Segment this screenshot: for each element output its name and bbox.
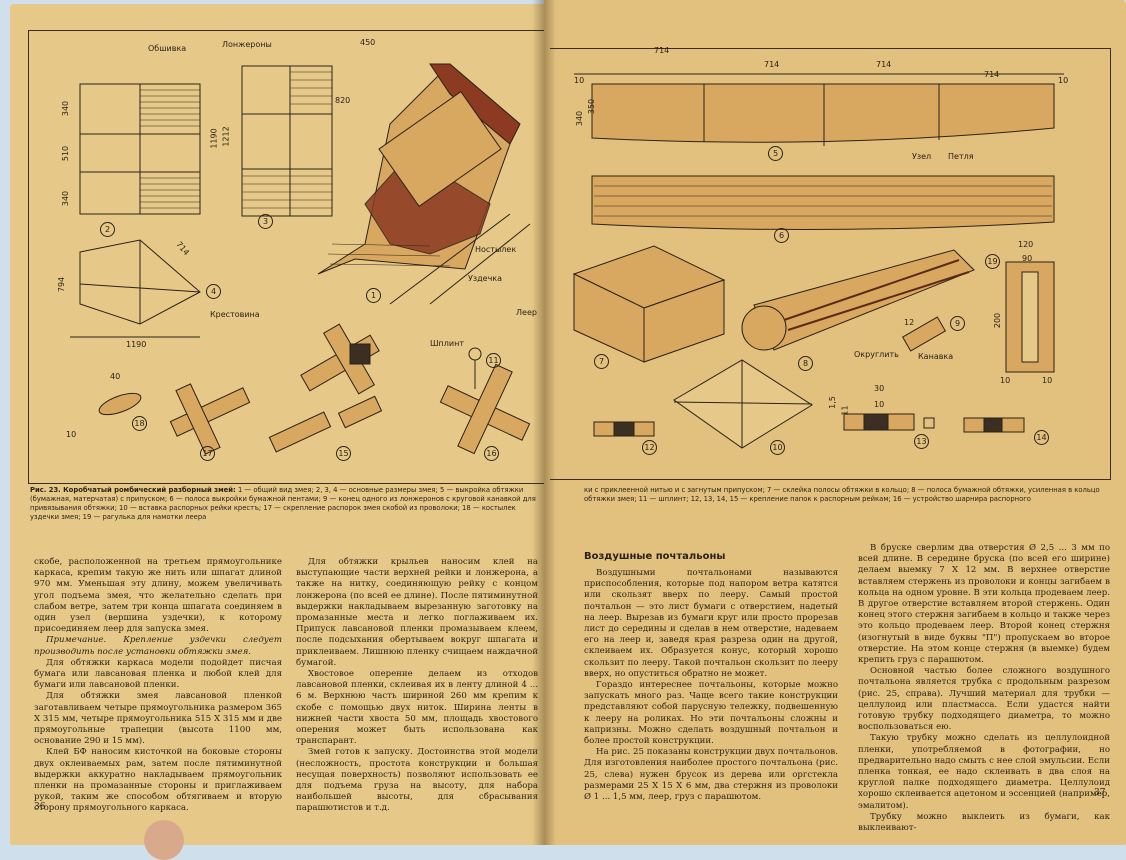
paragraph: Трубку можно выклеить из бумаги, как вык…	[858, 811, 1110, 834]
figure-number-9: 9	[950, 316, 965, 331]
figure-number-1: 1	[366, 288, 381, 303]
label-obshivka: Обшивка	[148, 44, 187, 53]
left-column-2: Для обтяжки крыльев наносим клей на выст…	[296, 557, 538, 815]
label-petlya: Петля	[948, 152, 974, 161]
dim-30: 30	[874, 384, 885, 393]
paragraph: Для обтяжки крыльев наносим клей на выст…	[296, 557, 538, 668]
dim-1190-horizontal: 1190	[126, 340, 147, 349]
paragraph: скобе, расположенной на третьем прямоуго…	[34, 557, 282, 635]
label-krestovina: Крестовина	[210, 310, 260, 319]
figure-number-4: 4	[206, 284, 221, 299]
dim-714-3: 714	[876, 60, 892, 69]
paragraph: Основной частью более сложного воздушног…	[858, 666, 1110, 733]
figure-caption-title: Рис. 23. Коробчатый ромбический разборны…	[30, 486, 236, 494]
dim-10: 10	[66, 430, 77, 439]
figure-number-18: 18	[132, 416, 147, 431]
dim-10-a: 10	[574, 76, 585, 85]
figure-number-6: 6	[774, 228, 789, 243]
left-page: Обшивка Лонжероны Крестовина Ностылек Уз…	[10, 4, 557, 845]
dim-11: 11	[840, 405, 850, 416]
figure-number-11: 11	[486, 353, 501, 368]
paragraph: Такую трубку можно сделать из целлулоидн…	[858, 733, 1110, 811]
label-uzdechka: Уздечка	[468, 274, 503, 283]
figure-number-14: 14	[1034, 430, 1049, 445]
figure-caption-left: Рис. 23. Коробчатый ромбический разборны…	[30, 486, 540, 522]
figure-number-3: 3	[258, 214, 273, 229]
thumb	[144, 820, 184, 860]
dim-120: 120	[1018, 240, 1034, 249]
figure-frame-right	[550, 48, 1111, 480]
figure-drawings-right	[572, 73, 1064, 449]
dim-200: 200	[993, 312, 1003, 329]
label-kanavka: Канавка	[918, 352, 954, 361]
figure-number-19: 19	[985, 254, 1000, 269]
paragraph: Змей готов к запуску. Достоинства этой м…	[296, 747, 538, 814]
dim-10-e: 10	[874, 400, 885, 409]
figure-number-10: 10	[770, 440, 785, 455]
label-okruglit: Округлить	[854, 350, 899, 359]
paragraph: В бруске сверлим два отверстия Ø 2,5 ...…	[858, 543, 1110, 666]
dim-1190-vertical: 1190	[209, 128, 219, 149]
dim-1-5: 1,5	[827, 396, 837, 409]
paragraph: Для обтяжки змея лавсановой пленкой заго…	[34, 691, 282, 747]
paragraph: Для обтяжки каркаса модели подойдет писч…	[34, 657, 282, 691]
dim-340a: 340	[61, 100, 71, 117]
book-spine-shadow	[532, 0, 556, 845]
paragraph: Примечание. Крепление уздечки следует пр…	[34, 635, 282, 657]
dim-10-b: 10	[1058, 76, 1069, 85]
paragraph: Воздушными почтальонами называются присп…	[584, 568, 838, 679]
dim-1212: 1212	[221, 126, 231, 147]
figure-number-13: 13	[914, 434, 929, 449]
paragraph: На рис. 25 показаны конструкции двух поч…	[584, 747, 838, 803]
label-uzel: Узел	[912, 152, 932, 161]
dim-10-d: 10	[1042, 376, 1053, 385]
page-number-left: 36	[34, 802, 46, 812]
dim-820: 820	[335, 96, 351, 105]
dim-714-4: 714	[984, 70, 1000, 79]
page-number-right: 37	[1094, 788, 1106, 798]
label-shplint: Шплинт	[430, 339, 464, 348]
figure-caption-text: 1 — общий вид змея; 2, 3, 4 — основные р…	[30, 486, 536, 521]
paragraph: Хвостовое оперение делаем из отходов лав…	[296, 669, 538, 747]
figure-number-5: 5	[768, 146, 783, 161]
right-page: Узел Петля Округлить Канавка 714 714 714…	[544, 0, 1126, 845]
figure-number-8: 8	[798, 356, 813, 371]
dim-714-1: 714	[654, 46, 670, 55]
dim-340: 340	[575, 110, 585, 127]
figure-drawings-left	[70, 63, 531, 455]
dim-794: 794	[57, 276, 67, 293]
left-column-1: скобе, расположенной на третьем прямоуго…	[34, 557, 282, 815]
figure-number-17: 17	[200, 446, 215, 461]
right-column-2: В бруске сверлим два отверстия Ø 2,5 ...…	[858, 543, 1110, 834]
right-column-1: Воздушными почтальонами называются присп…	[584, 568, 838, 803]
label-nostylek: Ностылек	[475, 245, 517, 254]
figure-number-7: 7	[594, 354, 609, 369]
figure-number-2: 2	[100, 222, 115, 237]
figure-number-15: 15	[336, 446, 351, 461]
figure-number-12: 12	[642, 440, 657, 455]
dim-340b: 340	[61, 190, 71, 207]
dim-90: 90	[1022, 254, 1033, 263]
label-leer: Леер	[516, 308, 537, 317]
dim-450: 450	[360, 38, 376, 47]
dim-10-c: 10	[1000, 376, 1011, 385]
figure-caption-right: ки с приклеенной нитью и с загнутым прип…	[584, 486, 1100, 503]
dim-510: 510	[61, 145, 71, 162]
figure-number-16: 16	[484, 446, 499, 461]
dim-12: 12	[904, 318, 915, 327]
dim-40: 40	[110, 372, 121, 381]
section-heading: Воздушные почтальоны	[584, 551, 726, 562]
dim-714-2: 714	[764, 60, 780, 69]
paragraph: Гораздо интереснее почтальоны, которые м…	[584, 680, 838, 747]
figure-frame-left	[28, 30, 557, 484]
label-lonzherony: Лонжероны	[222, 40, 272, 49]
paragraph: Клей БФ наносим кисточкой на боковые сто…	[34, 747, 282, 814]
dim-350: 350	[587, 98, 597, 115]
